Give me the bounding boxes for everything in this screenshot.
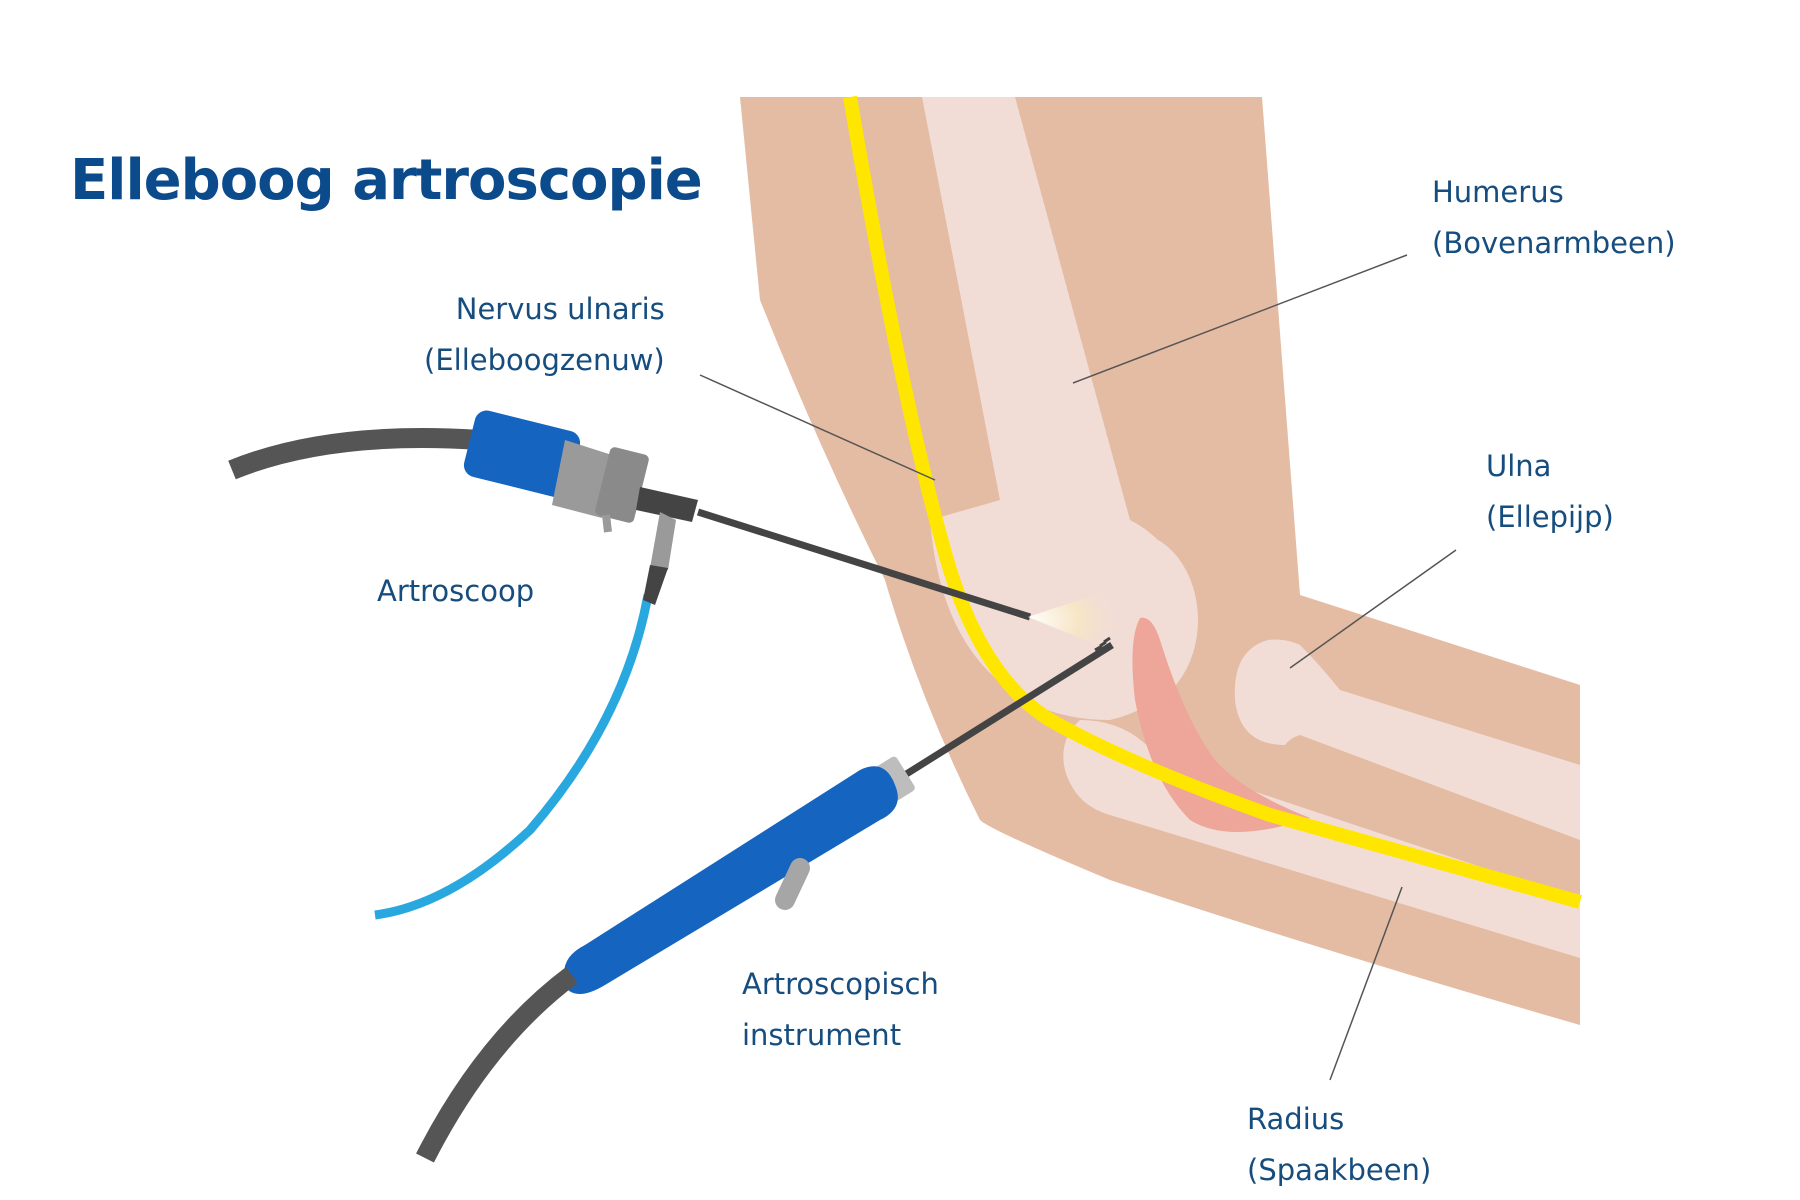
label-radius-translation: (Spaakbeen) <box>1247 1153 1432 1187</box>
label-radius-name: Radius <box>1247 1102 1345 1136</box>
label-instrument-line2: instrument <box>742 1018 902 1052</box>
leader-line-nervus-ulnaris <box>699 374 936 481</box>
label-nervus-ulnaris: Nervus ulnaris (Elleboogzenuw) <box>424 284 665 386</box>
instrument-cable <box>416 966 578 1163</box>
label-nervus-ulnaris-translation: (Elleboogzenuw) <box>424 343 665 377</box>
instrument-shaft <box>898 642 1114 781</box>
leader-lines <box>699 254 1457 1081</box>
label-ulna-name: Ulna <box>1486 449 1552 483</box>
leader-line-radius <box>1329 886 1403 1081</box>
label-ulna-translation: (Ellepijp) <box>1486 500 1614 534</box>
arthroscope-shaft <box>696 508 1032 621</box>
arthroscope <box>463 410 1032 621</box>
label-humerus-name: Humerus <box>1432 175 1564 209</box>
ulna-bone <box>1234 639 1580 840</box>
ulnar-nerve <box>843 95 1582 909</box>
label-artroscoop: Artroscoop <box>377 566 534 617</box>
leader-line-humerus <box>1072 254 1408 384</box>
label-nervus-ulnaris-name: Nervus ulnaris <box>455 292 665 326</box>
label-radius: Radius (Spaakbeen) <box>1247 1094 1431 1196</box>
label-artroscoop-name: Artroscoop <box>377 574 535 608</box>
diagram-title: Elleboog artroscopie <box>70 148 703 213</box>
label-artroscopisch-instrument: Artroscopisch instrument <box>742 959 939 1061</box>
label-humerus: Humerus (Bovenarmbeen) <box>1432 167 1676 269</box>
arthroscope-light-cable <box>374 594 653 920</box>
arthroscope-camera-cable <box>228 428 481 480</box>
label-instrument-line1: Artroscopisch <box>742 967 939 1001</box>
label-ulna: Ulna (Ellepijp) <box>1486 441 1614 543</box>
arthroscope-light-glow <box>1028 590 1123 650</box>
arthroscopic-instrument <box>564 636 1114 994</box>
label-humerus-translation: (Bovenarmbeen) <box>1432 226 1676 260</box>
leader-line-ulna <box>1289 549 1457 669</box>
